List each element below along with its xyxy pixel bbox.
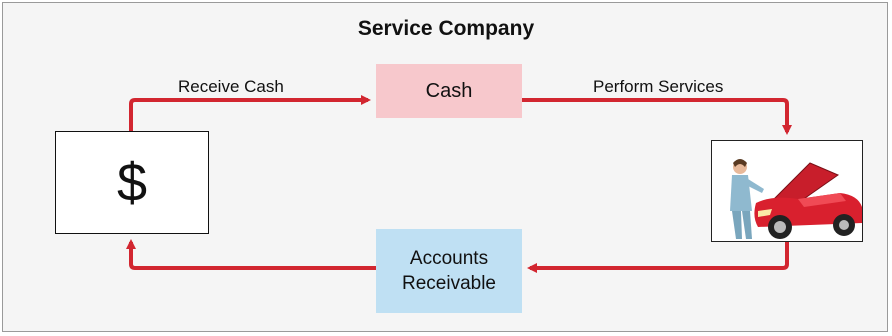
mechanic-car-image bbox=[711, 140, 863, 242]
arrow-perform-services bbox=[522, 98, 792, 135]
receive-cash-label: Receive Cash bbox=[178, 77, 284, 96]
perform-services-label: Perform Services bbox=[593, 77, 724, 96]
cash-node-label: Cash bbox=[425, 79, 473, 102]
accounts-receivable-line2: Receivable bbox=[402, 273, 496, 294]
mechanic-car-illustration bbox=[712, 141, 862, 241]
cash-node: Cash bbox=[376, 64, 522, 118]
arrow-receive-cash bbox=[129, 95, 371, 131]
accounts-receivable-node: Accounts Receivable bbox=[376, 229, 522, 313]
arrow-collect-to-cash bbox=[126, 239, 376, 270]
accounts-receivable-line1: Accounts bbox=[409, 248, 489, 269]
diagram-title: Service Company bbox=[357, 17, 535, 40]
dollar-sign: $ bbox=[116, 152, 148, 213]
dollar-node: $ bbox=[55, 131, 209, 234]
arrow-to-receivable bbox=[527, 242, 789, 273]
